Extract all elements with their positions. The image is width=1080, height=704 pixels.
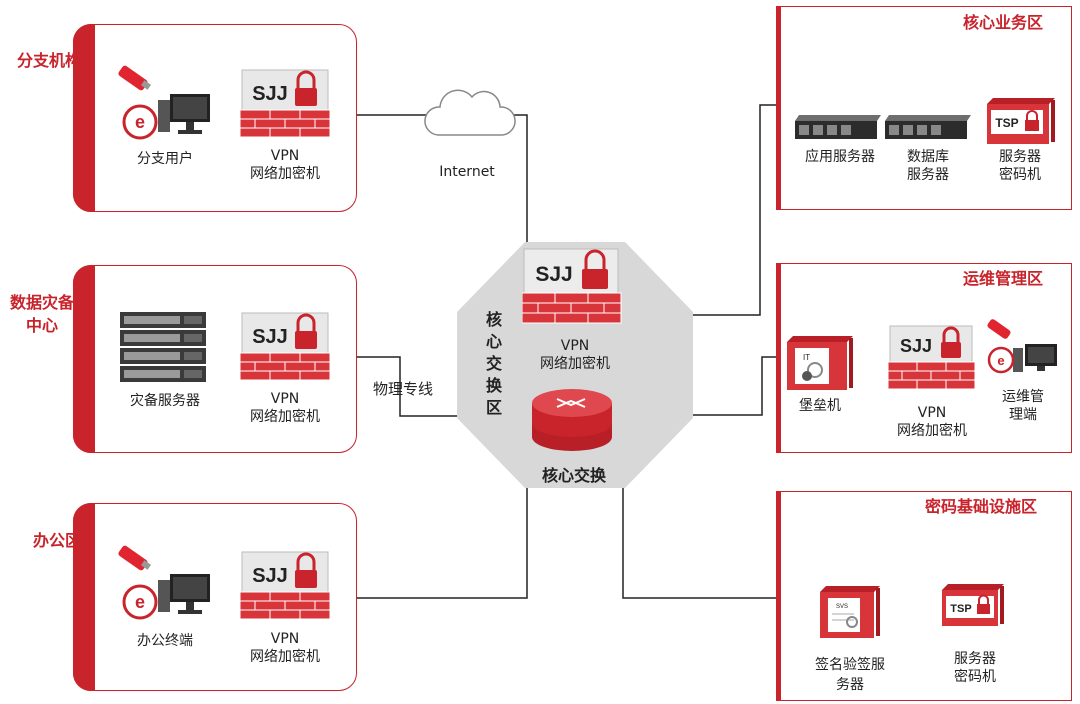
ops-region-title: 运维管理区 <box>963 269 1044 288</box>
dr-vpn-label-line2: 网络加密机 <box>250 409 320 425</box>
svg-text:e: e <box>135 592 145 612</box>
app-server-icon <box>795 115 881 139</box>
ops-terminal-icon: e <box>987 319 1057 374</box>
core-zone-label-5: 区 <box>485 398 502 417</box>
branch-vpn-encryptor-icon: SJJ <box>240 69 331 138</box>
dr-accent-bar <box>73 265 95 453</box>
ops-vpn-encryptor-icon: SJJ <box>888 325 976 390</box>
sjj-badge-text: SJJ <box>252 565 288 587</box>
office-vpn-label-line2: 网络加密机 <box>250 649 320 665</box>
bastion-host-label: 堡垒机 <box>799 398 841 414</box>
core-zone-label-3: 交 <box>485 354 502 373</box>
ops-accent-bar <box>776 263 781 453</box>
tsp-badge-text: TSP <box>950 603 971 615</box>
branch-user-label: 分支用户 <box>137 151 193 167</box>
sjj-badge-text: SJJ <box>535 263 572 286</box>
signature-server-label-line1: 签名验签服 <box>815 657 885 673</box>
core-switch-icon <box>532 389 612 451</box>
signature-server-label-line2: 务器 <box>836 677 864 693</box>
it-badge-text: IT <box>803 353 810 362</box>
business-hsm-icon: TSP <box>987 98 1055 144</box>
ops-terminal-label-line2: 理端 <box>1009 407 1037 423</box>
business-region-title: 核心业务区 <box>963 13 1044 32</box>
business-hsm-label-line1: 服务器 <box>999 149 1041 165</box>
db-server-icon <box>885 115 971 139</box>
crypto-hsm-label-line1: 服务器 <box>954 651 996 667</box>
ops-vpn-label-line2: 网络加密机 <box>897 423 967 439</box>
internet-cloud-icon <box>424 89 516 136</box>
crypto-hsm-label-line2: 密码机 <box>954 669 996 685</box>
dr-server-label: 灾备服务器 <box>130 393 200 409</box>
internet-link-label: Internet <box>439 164 495 180</box>
crypto-hsm-icon: TSP <box>942 584 1004 626</box>
office-region-title: 办公区 <box>33 531 82 550</box>
core-vpn-label-line2: 网络加密机 <box>540 356 610 372</box>
signature-server-icon: SVS <box>820 586 880 638</box>
branch-user-terminal-icon: e <box>118 65 210 140</box>
dr-region-title-line2: 中心 <box>26 316 59 335</box>
bastion-host-icon: IT <box>787 336 853 390</box>
db-server-label-line2: 服务器 <box>907 167 949 183</box>
ops-terminal-label-line1: 运维管 <box>1002 389 1044 405</box>
office-vpn-encryptor-icon: SJJ <box>240 551 331 620</box>
core-vpn-label-line1: VPN <box>560 338 590 354</box>
leased-line-link-label: 物理专线 <box>372 380 433 398</box>
office-terminal-icon: e <box>118 545 210 620</box>
branch-vpn-label-line2: 网络加密机 <box>250 166 320 182</box>
svs-badge-text: SVS <box>836 604 848 610</box>
core-zone-label-2: 心 <box>485 332 502 351</box>
dr-vpn-label-line1: VPN <box>270 391 300 407</box>
business-hsm-label-line2: 密码机 <box>999 167 1041 183</box>
crypto-region-title: 密码基础设施区 <box>925 497 1038 516</box>
tsp-badge-text: TSP <box>995 116 1018 130</box>
db-server-label-line1: 数据库 <box>907 149 949 165</box>
crypto-accent-bar <box>776 491 781 701</box>
app-server-label: 应用服务器 <box>805 149 875 165</box>
sjj-badge-text: SJJ <box>252 83 288 105</box>
core-zone-label-1: 核 <box>485 310 502 329</box>
sjj-badge-text: SJJ <box>252 326 288 348</box>
dr-region-title-line1: 数据灾备 <box>10 293 75 312</box>
branch-vpn-label-line1: VPN <box>270 148 300 164</box>
ops-vpn-label-line1: VPN <box>917 405 947 421</box>
core-vpn-encryptor-icon: SJJ <box>522 248 622 324</box>
core-exchange-zone <box>457 242 693 488</box>
dr-vpn-encryptor-icon: SJJ <box>240 312 331 381</box>
office-terminal-label: 办公终端 <box>137 633 193 649</box>
office-vpn-label-line1: VPN <box>270 631 300 647</box>
business-accent-bar <box>776 6 781 210</box>
sjj-badge-text: SJJ <box>900 336 932 356</box>
core-zone-label-4: 换 <box>485 376 502 395</box>
svg-text:e: e <box>997 353 1004 368</box>
core-switch-label: 核心交换 <box>541 466 606 485</box>
dr-server-rack-icon <box>120 312 206 382</box>
svg-text:e: e <box>135 112 145 132</box>
branch-accent-bar <box>73 24 95 212</box>
office-accent-bar <box>73 503 95 691</box>
branch-region-title: 分支机构 <box>17 51 82 70</box>
